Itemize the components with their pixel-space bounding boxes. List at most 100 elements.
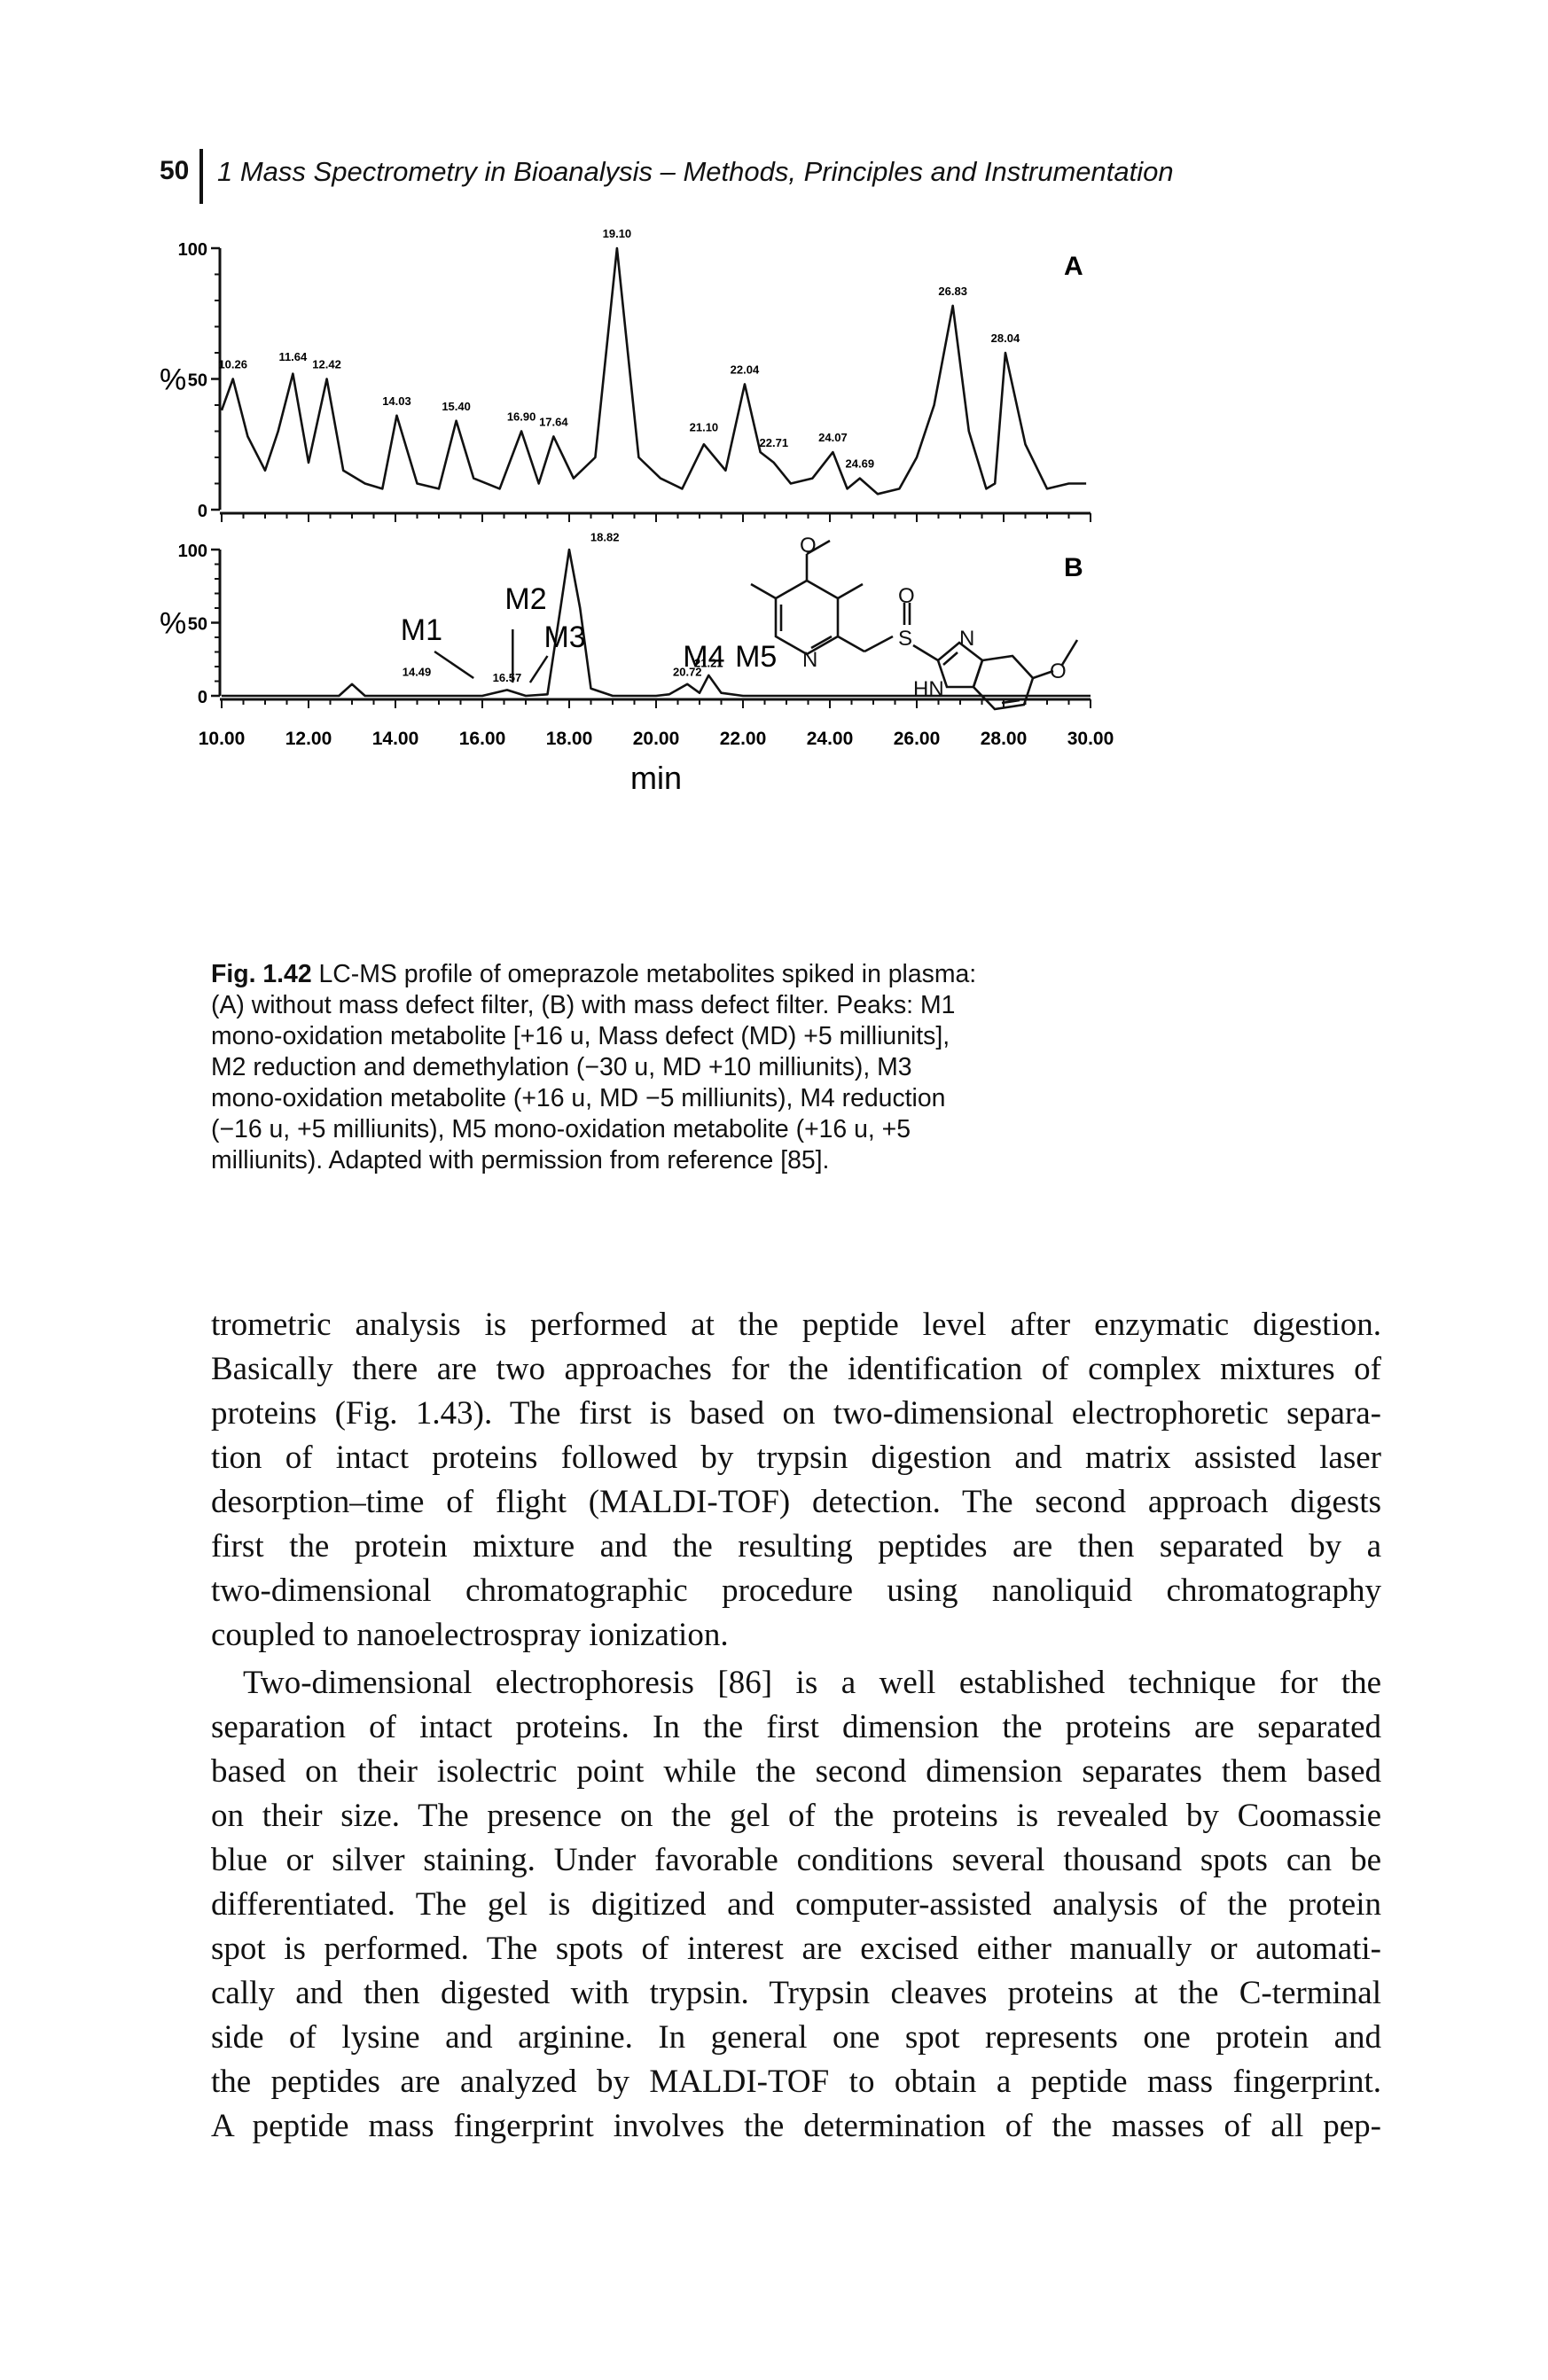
paragraph-2: Two-dimensional electrophoresis [86] is …: [211, 1661, 1381, 2149]
p2-line: cally and then digested with trypsin. Tr…: [211, 1975, 1381, 2011]
header-divider: [199, 149, 203, 204]
m3-pointer: [528, 655, 549, 683]
atom-label-o1: O: [800, 534, 817, 558]
x-tick-label: 16.00: [459, 729, 506, 749]
methoxy-methyl-bond: [806, 539, 831, 556]
x-tick-label: 26.00: [894, 729, 941, 749]
atom-label-hn: HN: [913, 677, 944, 701]
caption-line-3: mono-oxidation metabolite [+16 u, Mass d…: [211, 1022, 950, 1050]
methoxy2-bond: [1032, 669, 1054, 680]
x-tick-label: 22.00: [720, 729, 767, 749]
p2-line: on their size. The presence on the gel o…: [211, 1798, 1381, 1834]
x-tick-label: 14.00: [372, 729, 419, 749]
metabolite-label: M1: [401, 613, 442, 647]
ch2-s-bond: [864, 635, 894, 653]
p2-line: Two-dimensional electrophoresis [86] is …: [243, 1665, 1381, 1701]
peak-label: 17.64: [539, 416, 568, 429]
p1-line: coupled to nanoelectrospray ionization.: [211, 1617, 729, 1653]
omeprazole-bonds: [750, 539, 1079, 711]
metabolite-label: M4: [683, 640, 724, 674]
methyl-bond-right: [837, 582, 864, 600]
peak-label: 16.57: [493, 671, 522, 684]
peak-label: 22.71: [760, 436, 789, 449]
pyridine-double-bond-2: [810, 635, 833, 650]
peak-label: 15.40: [442, 400, 471, 413]
p1-line: first the protein mixture and the result…: [211, 1528, 1381, 1565]
metabolite-label: M5: [735, 640, 777, 674]
imidazole-double-bond: [942, 652, 958, 666]
p1-line: tion of intact proteins followed by tryp…: [211, 1440, 1381, 1476]
x-tick-label: 20.00: [633, 729, 680, 749]
peak-label: 10.26: [218, 358, 247, 371]
p1-line: proteins (Fig. 1.43). The first is based…: [211, 1395, 1381, 1432]
y-tick-label: 0: [198, 688, 207, 707]
body-text: trometric analysis is performed at the p…: [211, 1303, 1381, 2152]
peak-label: 21.21: [694, 657, 723, 670]
s-c-bond: [912, 644, 939, 662]
caption-line-5: mono-oxidation metabolite (+16 u, MD −5 …: [211, 1084, 946, 1112]
x-tick-label: 30.00: [1067, 729, 1114, 749]
caption-label: Fig. 1.42: [211, 960, 312, 988]
p2-line: separation of intact proteins. In the fi…: [211, 1709, 1381, 1745]
y-tick-label: 50: [188, 615, 207, 635]
atom-label-o3: O: [1050, 659, 1067, 683]
x-tick-label: 12.00: [285, 729, 332, 749]
p1-line: trometric analysis is performed at the p…: [211, 1307, 1381, 1343]
p1-line: Basically there are two approaches for t…: [211, 1351, 1381, 1387]
p2-line: the peptides are analyzed by MALDI-TOF t…: [211, 2064, 1381, 2100]
paragraph-1: trometric analysis is performed at the p…: [211, 1303, 1381, 1658]
peak-label: 24.69: [846, 457, 875, 471]
running-head: 1 Mass Spectrometry in Bioanalysis – Met…: [217, 156, 1174, 187]
p1-line: desorption–time of flight (MALDI-TOF) de…: [211, 1484, 1381, 1520]
y-tick-label: 0: [198, 502, 207, 521]
panel-label: B: [1064, 553, 1083, 582]
peak-label: 22.04: [731, 363, 760, 377]
chromatogram-trace: [222, 548, 1091, 698]
atom-label-o2: O: [898, 584, 915, 608]
p2-line: A peptide mass fingerprint involves the …: [211, 2108, 1381, 2144]
p2-line: spot is performed. The spots of interest…: [211, 1931, 1381, 1967]
benzene-double-bond: [1001, 698, 1020, 705]
p2-line: side of lysine and arginine. In general …: [211, 2019, 1381, 2056]
p2-line: based on their isolectric point while th…: [211, 1753, 1381, 1790]
peak-label: 11.64: [278, 350, 308, 363]
page-number: 50: [160, 156, 190, 185]
y-tick-label: 100: [178, 240, 207, 260]
methoxy2-methyl-bond: [1060, 639, 1079, 666]
omeprazole-structure-drawing: O N S O N HN O: [750, 534, 1079, 711]
peak-label: 14.03: [382, 394, 411, 408]
metabolite-label: M3: [543, 620, 585, 654]
atom-label-s: S: [898, 627, 912, 651]
p1-line: two-dimensional chromatographic procedur…: [211, 1572, 1381, 1609]
p2-line: differentiated. The gel is digitized and…: [211, 1886, 1381, 1923]
peak-label: 20.72: [673, 666, 702, 679]
peak-label: 21.10: [690, 420, 719, 433]
structure-atom-labels: O N S O N HN O: [800, 534, 1067, 701]
caption-line-2: (A) without mass defect filter, (B) with…: [211, 991, 956, 1019]
peak-label: 16.90: [507, 410, 536, 424]
caption-line-6: (−16 u, +5 milliunits), M5 mono-oxidatio…: [211, 1115, 911, 1143]
y-axis-label: %: [160, 607, 186, 641]
panel-label: A: [1064, 252, 1083, 281]
chromatogram-trace: [220, 246, 1087, 496]
peak-label: 18.82: [590, 531, 620, 544]
running-header: 50 1 Mass Spectrometry in Bioanalysis – …: [160, 149, 1401, 204]
caption-text-1: LC-MS profile of omeprazole metabolites …: [318, 960, 977, 988]
caption-line-1: Fig. 1.42 LC-MS profile of omeprazole me…: [211, 959, 1062, 990]
peak-label: 28.04: [991, 332, 1020, 345]
x-tick-label: 18.00: [546, 729, 593, 749]
x-tick-label: 28.00: [981, 729, 1028, 749]
caption-line-7: milliunits). Adapted with permission fro…: [211, 1146, 830, 1174]
x-tick-label: 10.00: [199, 729, 246, 749]
y-tick-label: 50: [188, 371, 207, 391]
pyridine-ring: [774, 579, 840, 656]
atom-label-n2: N: [959, 627, 974, 651]
peak-label: 24.07: [818, 431, 848, 444]
peak-label: 12.42: [312, 358, 341, 371]
p2-line: blue or silver staining. Under favorable…: [211, 1842, 1381, 1878]
m1-pointer: [434, 650, 474, 680]
